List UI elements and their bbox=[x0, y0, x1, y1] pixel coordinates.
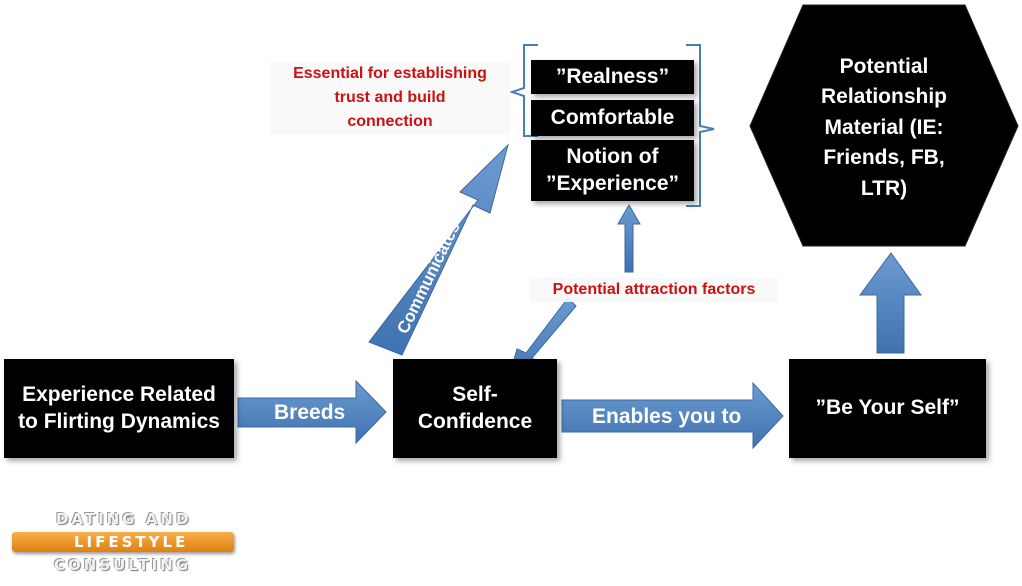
essential-annotation: Essential for establishing trust and bui… bbox=[270, 62, 510, 134]
notion-line2: ”Experience” bbox=[545, 171, 680, 195]
hexagon-line5: LTR) bbox=[860, 176, 908, 200]
realness-text: ”Realness” bbox=[555, 64, 670, 88]
notion-box: Notion of ”Experience” bbox=[531, 140, 694, 201]
hexagon-line3: Material (IE: bbox=[824, 115, 944, 139]
notion-line1: Notion of bbox=[566, 145, 659, 169]
be-yourself-box: ”Be Your Self” bbox=[789, 359, 986, 458]
right-bracket bbox=[686, 44, 715, 207]
breeds-label: Breeds bbox=[274, 401, 346, 424]
essential-line1: Essential for establishing bbox=[293, 65, 487, 82]
experience-box: Experience Related to Flirting Dynamics bbox=[4, 359, 234, 458]
left-bracket bbox=[508, 44, 538, 137]
hexagon-line1: Potential bbox=[839, 55, 929, 78]
hexagon-shape bbox=[749, 4, 1019, 247]
experience-text: Experience Related to Flirting Dynamics bbox=[18, 383, 220, 433]
attraction-annotation: Potential attraction factors bbox=[530, 278, 778, 302]
essential-line2: trust and build bbox=[334, 89, 446, 106]
logo-bar bbox=[12, 532, 234, 552]
logo-line2: LIFESTYLE bbox=[74, 533, 189, 551]
hexagon-line4: Friends, FB, bbox=[823, 146, 945, 170]
enables-arrow bbox=[561, 381, 784, 450]
hexagon-text: Potential Relationship Material (IE: Fri… bbox=[780, 52, 988, 204]
breeds-arrow bbox=[237, 379, 387, 445]
hexagon-line2: Relationship bbox=[820, 85, 947, 109]
self-confidence-text: Self-Confidence bbox=[417, 383, 533, 433]
communicates-arrow bbox=[368, 143, 509, 356]
logo-line3: CONSULTING bbox=[54, 556, 192, 574]
up-arrow-hexagon bbox=[859, 252, 922, 354]
be-yourself-text: ”Be Your Self” bbox=[815, 396, 960, 420]
self-confidence-box: Self-Confidence bbox=[393, 359, 557, 458]
logo-line1: DATING AND bbox=[56, 510, 192, 528]
essential-line3: connection bbox=[347, 113, 433, 130]
comfortable-text: Comfortable bbox=[550, 105, 675, 129]
up-arrow-notion bbox=[617, 204, 641, 273]
comfortable-box: Comfortable bbox=[531, 100, 694, 136]
enables-label: Enables you to bbox=[592, 405, 742, 428]
realness-box: ”Realness” bbox=[531, 60, 694, 94]
company-logo: DATING AND LIFESTYLE CONSULTING bbox=[12, 508, 234, 580]
